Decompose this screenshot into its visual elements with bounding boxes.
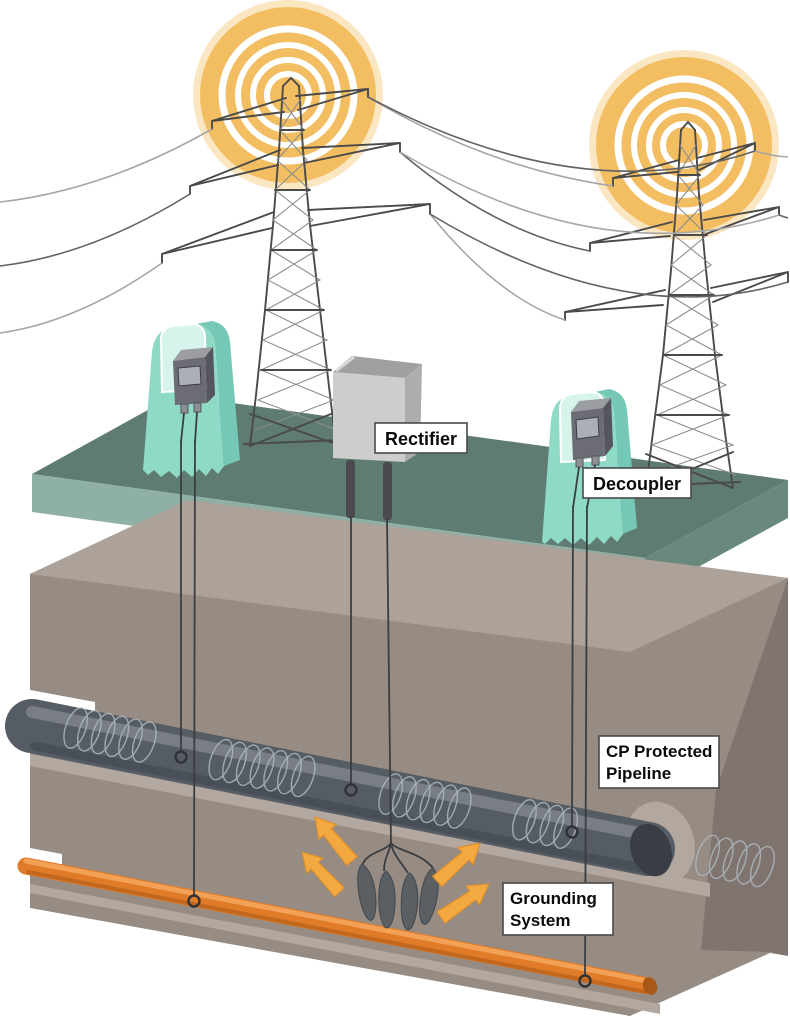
station-ground-wire [193, 439, 196, 897]
anode [419, 867, 439, 925]
label-decoupler: Decoupler [582, 467, 692, 499]
anode-array [301, 816, 490, 931]
label-grounding-text-line1: Grounding [510, 889, 597, 908]
wire-connector [565, 825, 579, 839]
ac-interference-waves-left-icon [193, 0, 383, 190]
wire-connector [344, 783, 358, 797]
test-station-left [143, 321, 240, 478]
rectifier-leg [346, 460, 355, 518]
label-decoupler-text: Decoupler [593, 474, 681, 494]
label-cp-protected-pipeline: CP Protected Pipeline [598, 735, 720, 789]
bond-wires [174, 439, 592, 988]
anode [357, 863, 377, 921]
transmission-tower-right [564, 120, 789, 489]
label-rectifier-text: Rectifier [385, 429, 457, 449]
rectifier-leg [383, 462, 392, 520]
power-lines [0, 96, 789, 334]
wire-connector [187, 894, 201, 908]
label-rectifier: Rectifier [374, 422, 468, 454]
test-station-device-box [173, 347, 215, 414]
decoupler-station [542, 389, 637, 545]
wire-connector [578, 974, 592, 988]
anode [378, 870, 396, 929]
cp-pipeline [5, 699, 775, 888]
transmission-tower-left [161, 76, 431, 447]
rectifier-anode-wire [386, 517, 392, 844]
label-pipeline-text-line2: Pipeline [606, 764, 671, 783]
anode [400, 872, 419, 931]
label-grounding-text-line2: System [510, 911, 570, 930]
soil-top-face [30, 500, 788, 652]
grounding-conductor [17, 857, 658, 995]
current-arrow-icon [301, 816, 490, 925]
soil-side-face [701, 578, 788, 956]
decoupler-device-box [571, 398, 613, 468]
wire-connector [174, 750, 188, 764]
soil-layer-strip [30, 754, 710, 897]
soil-layer-strip [30, 884, 660, 1014]
decoupler-pipe-wire [571, 505, 574, 828]
label-pipeline-text-line1: CP Protected [606, 742, 712, 761]
label-grounding-system: Grounding System [502, 882, 614, 936]
induced-current-coil-icon [63, 707, 775, 888]
